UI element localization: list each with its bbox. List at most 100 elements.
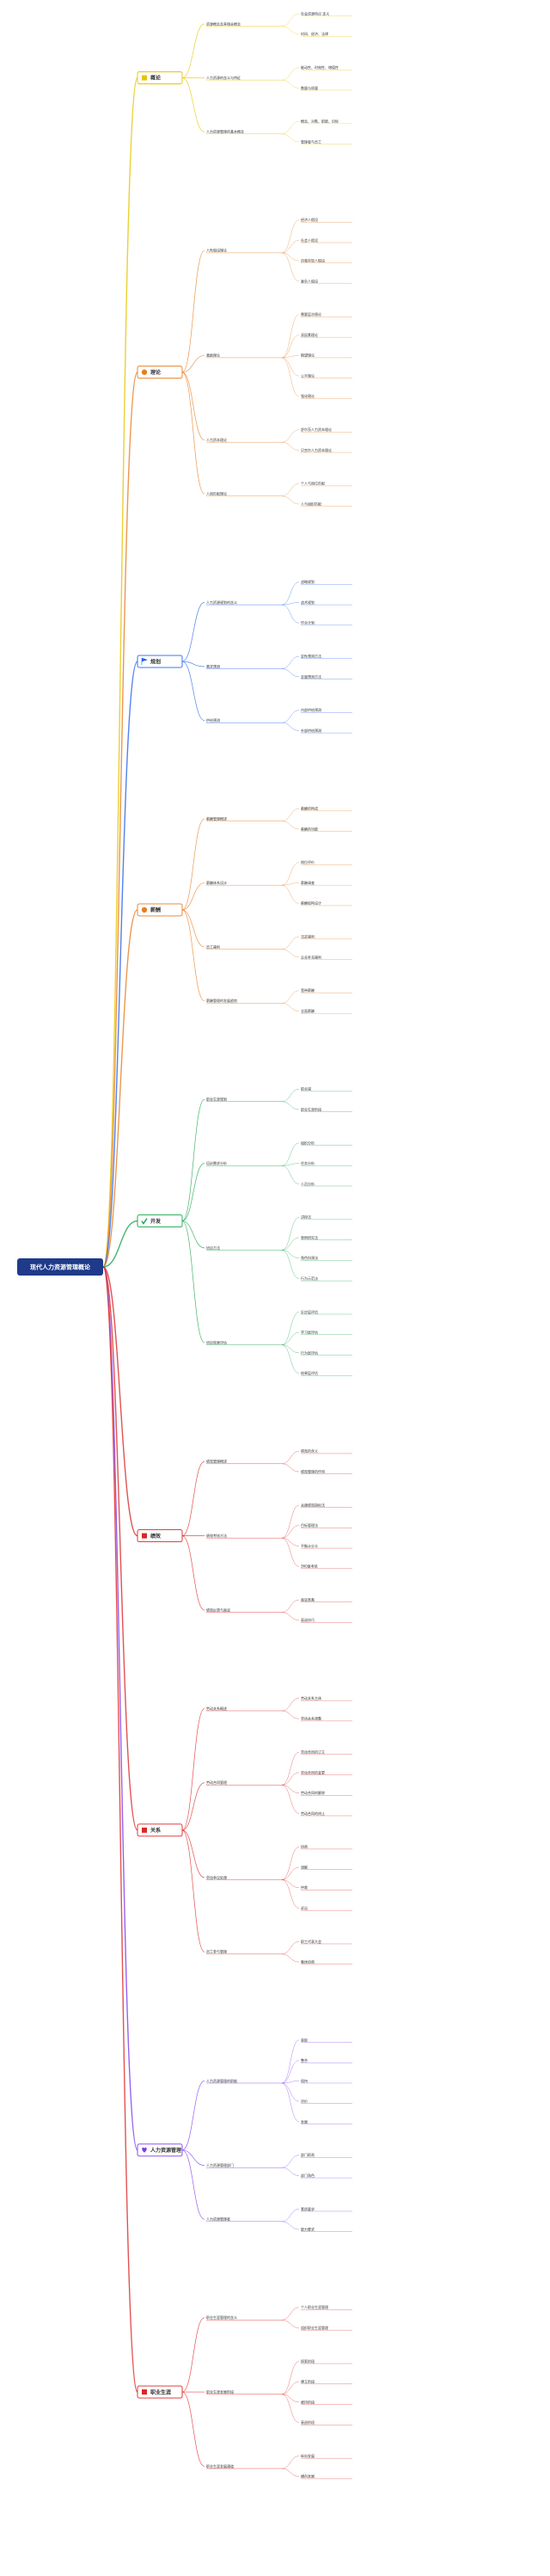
topic-label: 薪酬体系设计 [206,880,227,885]
leaf-label: 衰退阶段 [301,2419,315,2425]
leaf-label: 时间、经济、法律 [301,31,328,36]
topic-label: 劳动合同管理 [206,1780,227,1785]
connector-line [281,252,300,282]
connector-line [281,252,300,261]
leaf-label: 个人与岗位匹配 [301,481,325,486]
connector-line [281,1250,300,1258]
connector-line [281,1463,300,1472]
connector-line [281,1165,300,1184]
topic-label: 员工福利 [206,944,220,949]
topic-label: 职业生涯规划 [206,1097,227,1102]
connector-line [281,1847,300,1880]
topic-label: 培训效果评估 [206,1339,227,1344]
leaf-label: 素质要求 [301,2206,315,2211]
connector-line [281,937,300,950]
connector-line [181,818,205,911]
leaf-label: 社会资源特点 定义 [301,10,329,15]
branch-label: 职业生涯 [150,2388,171,2395]
branch-label: 规划 [150,658,161,665]
leaf-label: 建立阶段 [301,2379,315,2384]
leaf-label: 评价 [301,2099,308,2104]
connector-line [281,79,300,89]
leaf-label: 行为层评估 [301,1349,318,1355]
connector-line [281,2209,300,2222]
root-node: 现代人力资源管理概论 [17,1258,103,1276]
connector-line [181,661,205,721]
leaf-label: 劳动合同的订立 [301,1749,325,1755]
leaf-label: 经济人假设 [301,217,318,222]
topic-label: 人性假设理论 [206,248,227,253]
leaf-label: 薪酬的构成 [301,806,318,811]
flag-icon [141,657,148,666]
connector-line [281,2081,300,2084]
leaf-label: 双因素理论 [301,332,318,337]
connector-line [102,1266,138,2393]
topic-label: 绩效管理概述 [206,1459,227,1464]
connector-line [281,655,300,669]
connector-line [281,2221,300,2230]
topic-label: 薪酬管理概述 [206,815,227,821]
connector-line [102,909,138,1268]
connector-line [181,1163,205,1221]
connector-line [281,604,300,624]
leaf-label: 职工代表大会 [301,1939,321,1944]
leaf-label: 人员分析 [301,1181,315,1186]
connector-line [281,1953,300,1963]
connector-line [281,441,300,451]
topic-label: 人力资源管理的职能 [206,2078,237,2083]
connector-line [281,67,300,81]
leaf-label: 探索阶段 [301,2358,315,2364]
leaf-label: 结果层评估 [301,1370,318,1375]
topic-label: 职业生涯管理的含义 [206,2315,237,2320]
leaf-label: 需要层次理论 [301,311,321,317]
leaf-label: 整合 [301,2057,308,2063]
leaf-label: 讲授法 [301,1214,311,1220]
connector-line [102,661,138,1268]
branch-label: 开发 [150,1218,161,1225]
connector-line [281,495,300,505]
branch-label: 概论 [150,75,162,82]
topic-label: 培训需求分析 [206,1160,227,1165]
connector-line [281,581,300,606]
leaf-label: 期望理论 [301,353,315,358]
connector-line [281,2361,300,2395]
connector-line [281,1751,300,1786]
connector-line [281,357,300,377]
connector-line [281,2394,300,2423]
connector-line [281,884,300,904]
connector-line [281,1785,300,1814]
connector-line [181,77,205,132]
connector-line [181,661,205,667]
connector-line [102,1266,138,1831]
topic-label: 职业生涯发展通道 [206,2463,234,2468]
connector-line [181,1829,205,1878]
connector-line [281,1101,300,1110]
check-icon [141,1218,148,1225]
leaf-label: 强化理论 [301,393,315,398]
connector-line [281,2082,300,2102]
topic-label: 激励理论 [206,353,220,358]
connector-line [281,1163,300,1166]
connector-line [281,429,300,443]
branch-label: 人力资源管理 [150,2147,181,2154]
leaf-label: 横向发展 [301,2474,315,2479]
leaf-label: 面谈技巧 [301,1617,315,1622]
square-icon [142,2389,147,2395]
connector-line [281,808,300,821]
connector-line [181,909,205,1002]
connector-line [281,862,300,886]
branch-node: 职业生涯 [137,2385,183,2399]
leaf-label: 保持 [301,2078,308,2083]
circle-icon [141,369,148,375]
connector-line [281,2167,300,2176]
connector-line [281,2039,300,2084]
leaf-label: 外部供给预测 [301,728,321,733]
connector-line [281,1344,300,1374]
leaf-label: 组织职业生涯管理 [301,2325,328,2330]
connector-line [281,1599,300,1613]
connector-line [281,2468,300,2477]
connector-line [281,1003,300,1011]
leaf-label: 社会人假设 [301,237,318,243]
leaf-label: 劳动合同的解除 [301,1790,325,1795]
